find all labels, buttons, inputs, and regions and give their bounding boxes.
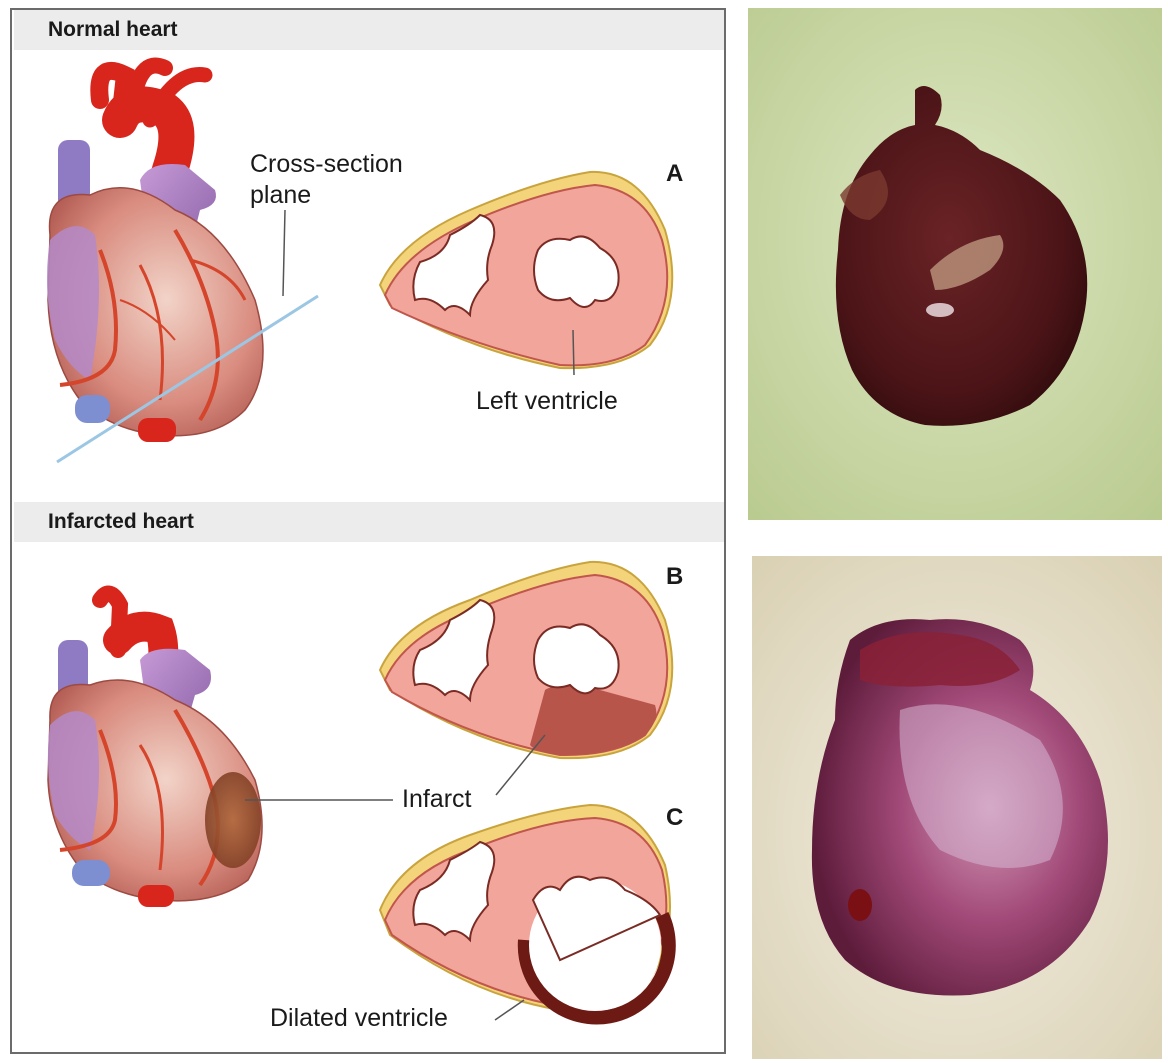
cross-section-label: Cross-section	[250, 150, 403, 179]
panel-letter-a: A	[666, 160, 683, 188]
dilated-ventricle-label: Dilated ventricle	[270, 1004, 448, 1033]
panel-letter-c: C	[666, 804, 683, 832]
cross-section-a	[380, 172, 672, 375]
normal-heart-drawing	[47, 66, 318, 462]
cross-section-c	[380, 805, 670, 1020]
photo-normal-heart	[748, 8, 1162, 520]
infarct-label: Infarct	[402, 785, 471, 814]
photo-infarcted-heart	[752, 556, 1162, 1059]
infarcted-heart-drawing	[48, 594, 393, 907]
left-ventricle-label: Left ventricle	[476, 387, 618, 416]
panel-letter-b: B	[666, 563, 683, 591]
cross-section-b	[380, 562, 672, 795]
plane-label: plane	[250, 181, 311, 210]
